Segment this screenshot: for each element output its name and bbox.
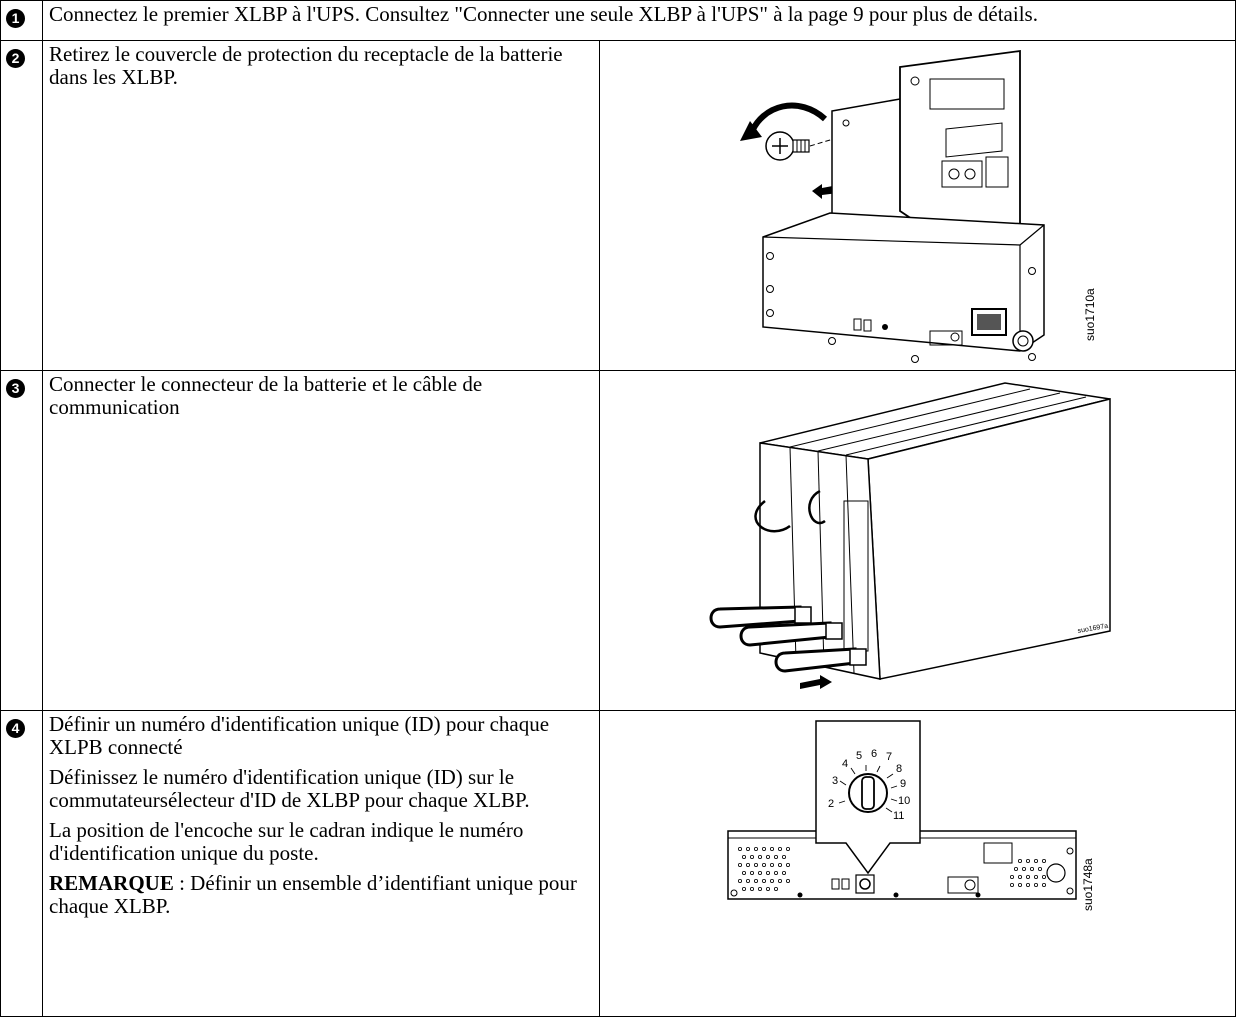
connect-cables-illustration: suo1697a [709,382,1111,689]
rotate-arrow-head [740,121,762,141]
battery-connector-1 [709,605,802,629]
figure-code: suo1710a [1083,288,1097,341]
dial-number: 9 [900,778,906,790]
dial-number: 11 [893,810,904,822]
battery-connector-2 [739,621,832,647]
step-paragraph: Définissez le numéro d'identification un… [49,765,530,812]
step-text: Connecter le connecteur de la batterie e… [42,370,600,711]
dial-number: 4 [842,758,848,770]
step-figure-cell: suo1697a [599,370,1236,711]
step-row-4: 4 Définir un numéro d'identification uni… [0,710,1236,1017]
step-number-cell: 3 [0,370,43,711]
rotate-arrow-icon [747,102,828,138]
step-note: REMARQUE : Définir un ensemble d’identif… [49,872,591,918]
insert-arrow-icon [800,675,832,689]
step-number-badge: 3 [6,379,25,398]
step-text: Retirez le couvercle de protection du re… [42,40,600,371]
figure-code: suo1748a [1081,858,1095,911]
dial-number: 10 [898,795,910,807]
step-row-1: 1 Connectez le premier XLBP à l'UPS. Con… [0,0,1236,41]
step-number-badge: 2 [6,49,25,68]
note-text: : Définir un ensemble d’identifiant uniq… [49,871,577,918]
dial-number: 3 [832,775,838,787]
step-number-cell: 2 [0,40,43,371]
step-number-badge: 1 [6,9,25,28]
step-figure-cell: 2 3 4 5 6 7 8 9 10 11 suo1748a [599,710,1236,1017]
remove-cover-illustration: suo1710a [740,49,1097,363]
vent-dots-left [737,846,790,891]
step-number-cell: 4 [0,710,43,1017]
communication-cable [754,500,791,533]
step-row-2: 2 Retirez le couvercle de protection du … [0,40,1236,371]
step-figure-cell: suo1710a [599,40,1236,371]
dial-number: 5 [856,750,862,762]
step-number-cell: 1 [0,0,43,41]
step-paragraph: Définir un numéro d'identification uniqu… [49,712,550,759]
step-text: Connectez le premier XLBP à l'UPS. Consu… [42,0,1236,41]
battery-connector-3 [774,647,857,673]
step-text-block: Définir un numéro d'identification uniqu… [42,710,600,1017]
step-paragraph: La position de l'encoche sur le cadran i… [49,818,524,865]
vent-dots-right [1009,858,1046,887]
note-label: REMARQUE [49,871,174,895]
step-row-3: 3 Connecter le connecteur de la batterie… [0,370,1236,711]
step-number-badge: 4 [6,719,25,738]
dial-number: 2 [828,798,834,810]
dial-number: 7 [886,751,892,763]
dial-number: 6 [871,748,877,760]
id-selector-illustration: 2 3 4 5 6 7 8 9 10 11 suo1748a [727,720,1095,911]
dial-number: 8 [896,763,902,775]
